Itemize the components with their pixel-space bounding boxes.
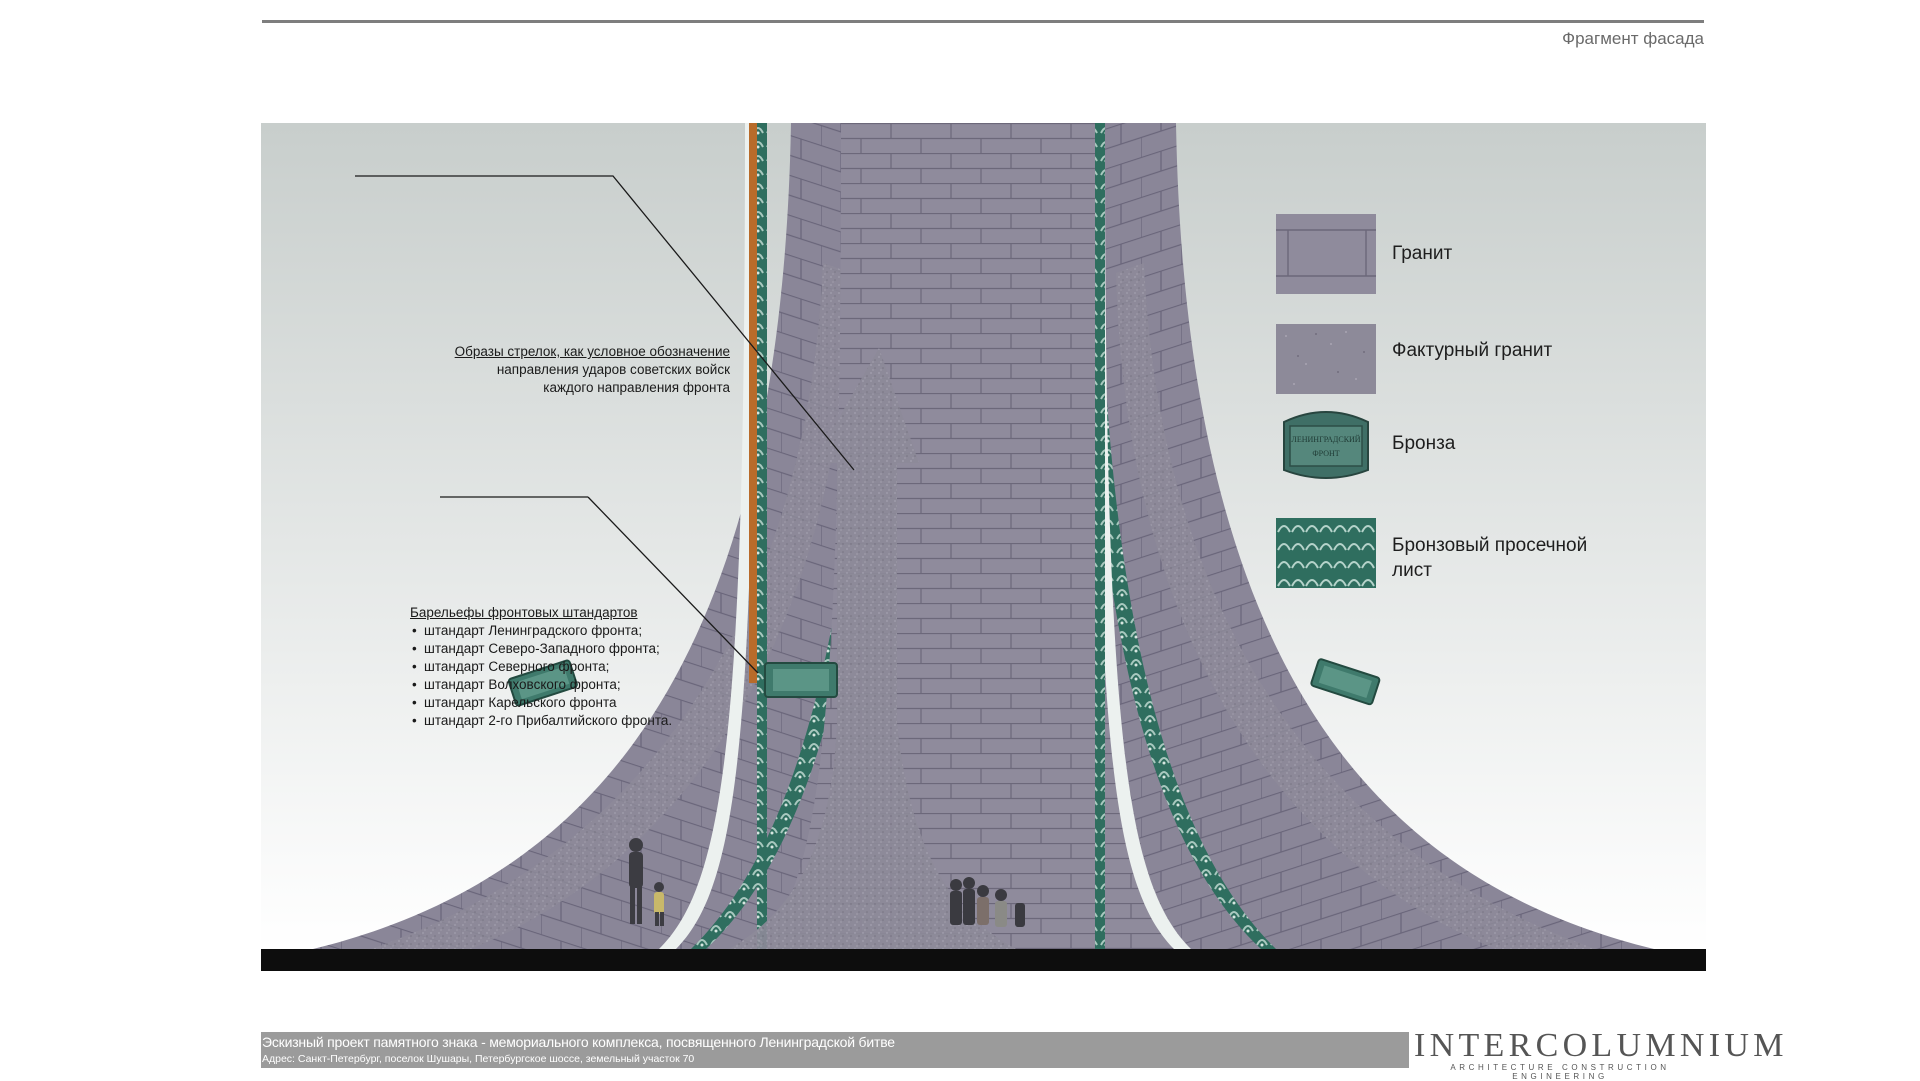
sheet-title: Фрагмент фасада <box>1562 29 1704 48</box>
list-item: штандарт Северного фронта; <box>410 658 730 676</box>
facade-drawing <box>261 123 1706 971</box>
center-bronze-plaque <box>764 662 838 698</box>
column-bronze-strip-left <box>757 123 767 949</box>
ground-base <box>261 949 1706 971</box>
facade-svg <box>261 123 1706 971</box>
legend-label: Бронзовый просечной лист <box>1392 535 1588 581</box>
plaque-text: ФРОНТ <box>1312 449 1339 458</box>
perforated-bronze-swatch <box>1276 518 1376 588</box>
footer-address: Адрес: Санкт-Петербург, поселок Шушары, … <box>262 1053 695 1065</box>
granite-swatch <box>1276 214 1376 294</box>
brand-name: INTERCOLUMNIUM <box>1414 1027 1788 1064</box>
bas-reliefs-list: штандарт Ленинградского фронта; штандарт… <box>410 622 730 730</box>
brand-tagline: ARCHITECTURE CONSTRUCTION ENGINEERING <box>1450 1063 1670 1081</box>
right-wing <box>1084 123 1654 949</box>
left-column-copper-strip <box>749 123 757 683</box>
list-item: штандарт Северо-Западного фронта; <box>410 640 730 658</box>
bas-reliefs-callout: Барельефы фронтовых штандартов штандарт … <box>410 604 730 730</box>
list-item: штандарт Карельского фронта <box>410 694 730 712</box>
arrows-callout-line-3: каждого направления фронта <box>543 380 730 395</box>
arrow-relief <box>729 348 1016 949</box>
left-gap <box>659 123 755 949</box>
plaque-text: ЛЕНИНГРАДСКИЙ <box>1291 435 1360 444</box>
arrows-callout: Образы стрелок, как условное обозначение… <box>444 343 730 397</box>
bronze-plaque-swatch: ЛЕНИНГРАДСКИЙ ФРОНТ <box>1283 411 1369 479</box>
column-bronze-strip-right <box>1095 123 1105 949</box>
right-wing-textured-band <box>1116 263 1596 949</box>
footer-title: Эскизный проект памятного знака - мемори… <box>262 1034 895 1050</box>
left-wing <box>313 123 883 949</box>
list-item: штандарт Ленинградского фронта; <box>410 622 730 640</box>
arrows-callout-line-2: направления ударов советских войск <box>496 362 730 377</box>
right-bronze-plaque <box>1310 658 1381 706</box>
arrows-callout-line-1: Образы стрелок, как условное обозначение <box>454 344 730 359</box>
list-item: штандарт Волховского фронта; <box>410 676 730 694</box>
legend-label: Гранит <box>1392 243 1453 264</box>
legend-label: Фактурный гранит <box>1392 340 1553 361</box>
header-rule <box>262 20 1704 23</box>
legend-label: Бронза <box>1392 433 1456 454</box>
textured-granite-swatch <box>1276 324 1376 394</box>
people-group-right <box>950 877 1025 927</box>
brand-logo: INTERCOLUMNIUM ARCHITECTURE CONSTRUCTION… <box>1414 1027 1788 1081</box>
bas-reliefs-heading: Барельефы фронтовых штандартов <box>410 605 638 620</box>
people-group-left <box>629 838 664 926</box>
footer-bar <box>261 1032 1409 1068</box>
list-item: штандарт 2-го Прибалтийского фронта. <box>410 712 730 730</box>
right-gap <box>1095 123 1191 949</box>
